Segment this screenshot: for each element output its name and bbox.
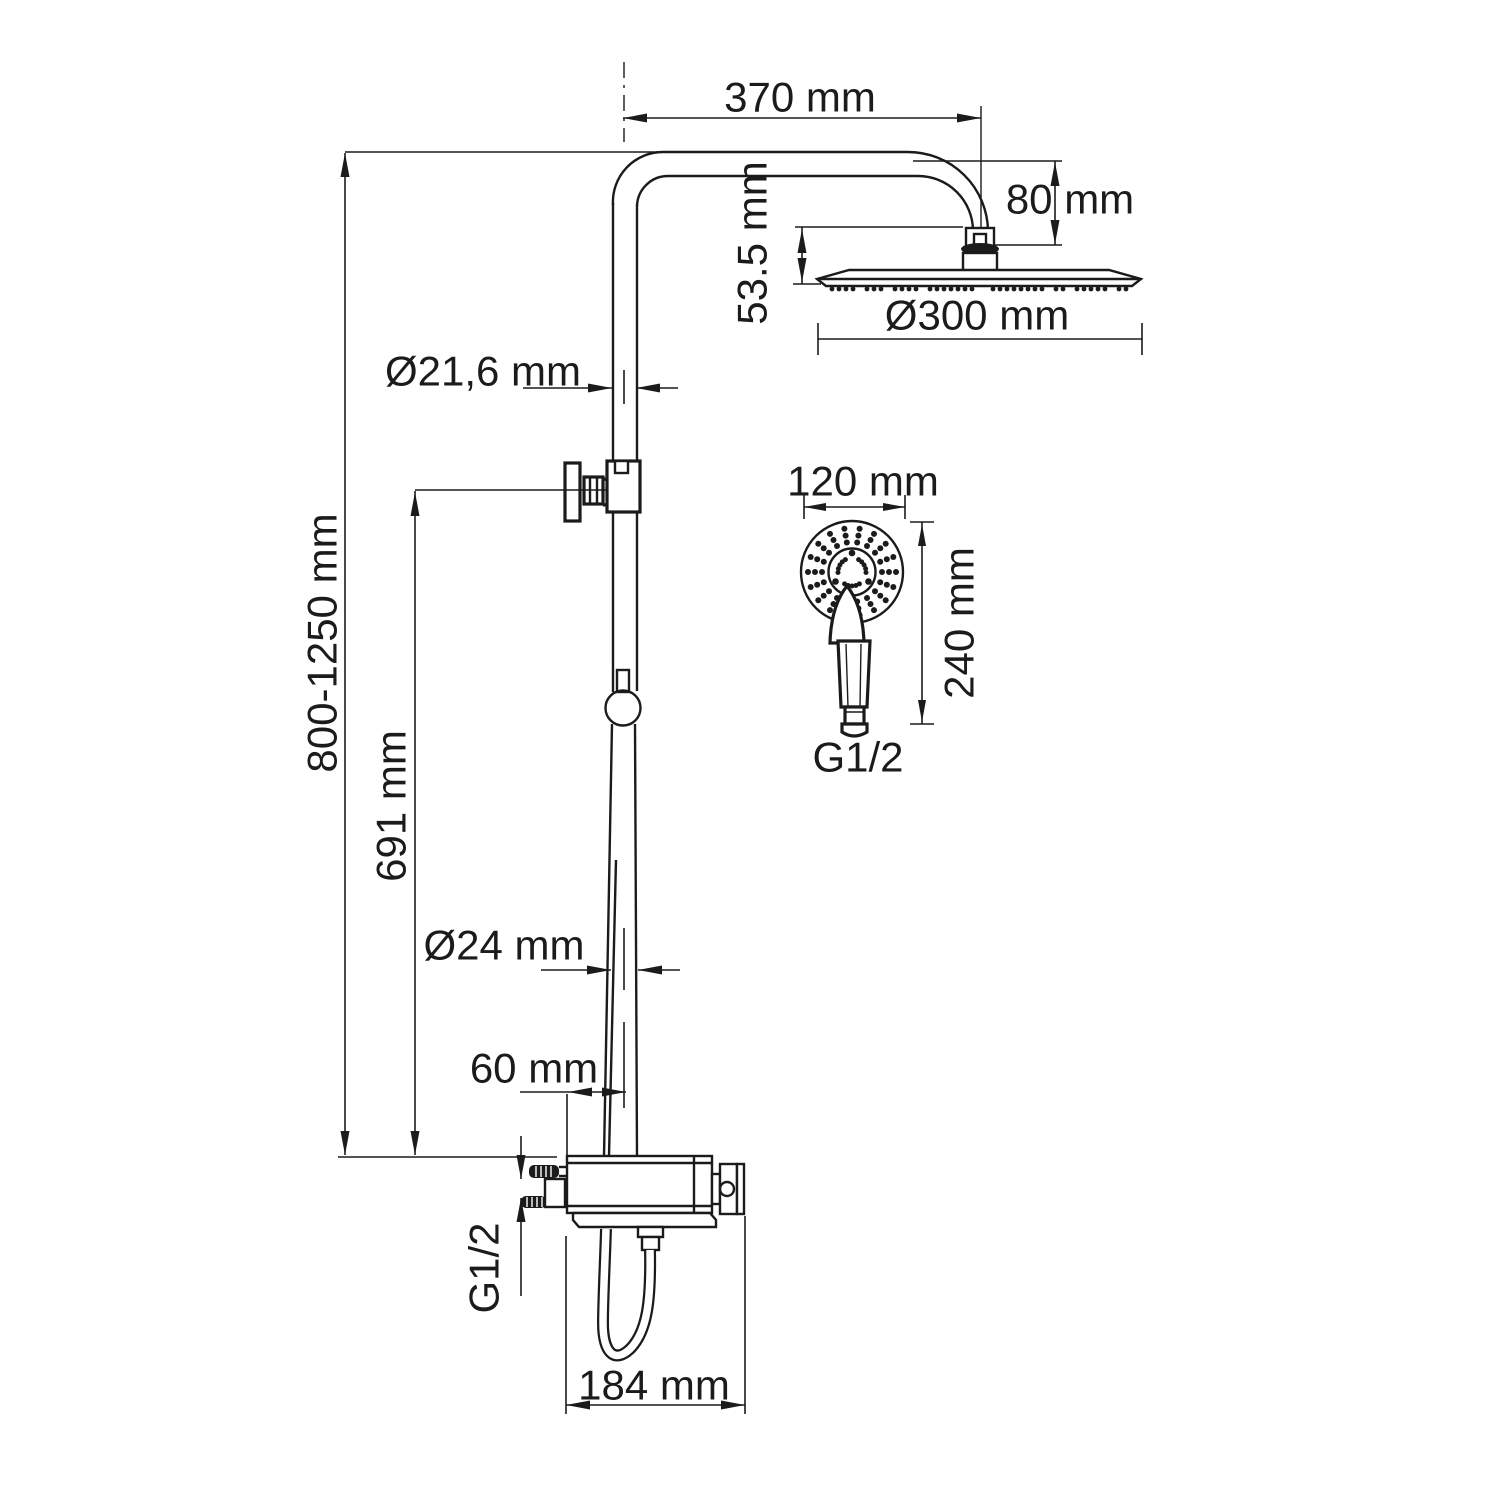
rain-head-nozzles <box>829 286 1129 292</box>
arrowhead <box>797 229 807 253</box>
rain-shower-head <box>814 106 1144 292</box>
dim-label-bracket-height: 691 mm <box>368 730 415 882</box>
arrowhead <box>340 1131 350 1155</box>
arrowhead <box>623 113 647 123</box>
inlet-stub-top-thread <box>535 1166 552 1177</box>
arrowhead <box>883 503 905 511</box>
arrowhead <box>516 1155 526 1179</box>
dim-hand-shower-diameter: 120 mm <box>787 458 939 519</box>
arrowhead <box>410 492 420 516</box>
dim-upper-pipe-diameter: Ø21,6 mm <box>385 348 678 404</box>
dim-label-column-height: 800-1250 mm <box>299 513 346 772</box>
handle-contour-line <box>859 643 862 708</box>
dim-rain-head-diameter: Ø300 mm <box>817 292 1143 355</box>
slider-knob <box>604 689 642 727</box>
mixer-handle-hole <box>718 1180 736 1198</box>
hand-shower-end-cap <box>840 722 869 738</box>
arrowhead <box>602 1087 626 1097</box>
dim-inlet-thread: G1/2 <box>461 1136 526 1314</box>
arrowhead <box>721 1400 745 1410</box>
arrowhead <box>638 965 662 975</box>
hand-shower-handle <box>836 639 872 709</box>
arrowhead <box>568 1087 592 1097</box>
riser-pipe-lower-right <box>633 723 639 1157</box>
arrowhead <box>804 503 826 511</box>
dim-label-arm-drop: 80 mm <box>1006 176 1134 223</box>
dim-label-mixer-pipe-offset: 60 mm <box>470 1045 598 1092</box>
arrowhead <box>516 1198 526 1222</box>
arrowhead <box>957 113 981 123</box>
shower-arm-outer-edge <box>611 150 990 232</box>
arrowhead <box>918 524 926 546</box>
dim-mixer-pipe-offset: 60 mm <box>470 1045 626 1155</box>
arrowhead <box>587 965 611 975</box>
hand-shower-neck <box>828 583 866 645</box>
dim-head-stack-height: 53.5 mm <box>729 161 963 325</box>
dim-label-mixer-width: 184 mm <box>578 1362 730 1409</box>
dim-label-head-stack-height: 53.5 mm <box>729 161 776 324</box>
wall-bracket <box>563 459 642 523</box>
dim-label-inlet-thread: G1/2 <box>461 1222 508 1313</box>
handle-contour-line <box>845 643 849 708</box>
dim-label-hand-shower-length: 240 mm <box>936 547 983 699</box>
inlet-stub-top <box>529 1165 559 1178</box>
hand-shower <box>799 519 905 738</box>
mixer-handle-plate <box>735 1162 746 1216</box>
dim-label-hand-shower-diameter: 120 mm <box>787 458 939 505</box>
riser-pipe-lower-inner <box>607 859 618 1157</box>
dim-label-rain-head-diameter: Ø300 mm <box>885 292 1069 339</box>
mixer-bottom-plate <box>571 1211 718 1229</box>
dim-label-arm-reach: 370 mm <box>724 74 876 121</box>
mixer-body <box>565 1154 714 1215</box>
slider-tab <box>615 668 631 694</box>
dim-mixer-width: 184 mm <box>565 1216 746 1414</box>
dim-lower-pipe-diameter: Ø24 mm <box>423 922 680 1108</box>
arrowhead <box>340 153 350 177</box>
hose-nut-upper <box>636 1225 665 1239</box>
arrowhead <box>410 1131 420 1155</box>
dim-label-upper-pipe-diameter: Ø21,6 mm <box>385 348 581 395</box>
bracket-knob <box>563 461 582 523</box>
dim-bracket-height: 691 mm <box>368 489 607 1155</box>
dim-arm-reach: 370 mm <box>623 74 981 123</box>
arrowhead <box>918 700 926 722</box>
dim-label-lower-pipe-diameter: Ø24 mm <box>423 922 584 969</box>
shower-column <box>602 62 990 1157</box>
hand-shower-nut <box>843 705 866 726</box>
arrowhead <box>566 1400 590 1410</box>
arrowhead <box>588 383 612 393</box>
hose-nut-lower <box>640 1235 661 1252</box>
inlet-stub-bottom-thread <box>526 1197 543 1207</box>
arrowhead <box>1050 162 1060 186</box>
dim-column-height: 800-1250 mm <box>299 151 663 1155</box>
arrowhead <box>797 258 807 282</box>
dim-hand-shower-length: 240 mm <box>910 521 983 725</box>
shower-arm-inner-edge <box>635 174 975 231</box>
arrowhead <box>1050 220 1060 244</box>
shower-hose-inner <box>599 1228 654 1360</box>
mixer-body-group <box>521 1154 746 1362</box>
mixer-handle-neck <box>710 1172 722 1206</box>
dim-arm-drop: 80 mm <box>913 160 1134 246</box>
riser-pipe-lower-left <box>602 723 614 1157</box>
inlet-elbow <box>543 1177 567 1209</box>
dim-label-hand-shower-thread: G1/2 <box>812 734 903 781</box>
arrowhead <box>636 383 660 393</box>
bracket-notch <box>613 459 630 475</box>
